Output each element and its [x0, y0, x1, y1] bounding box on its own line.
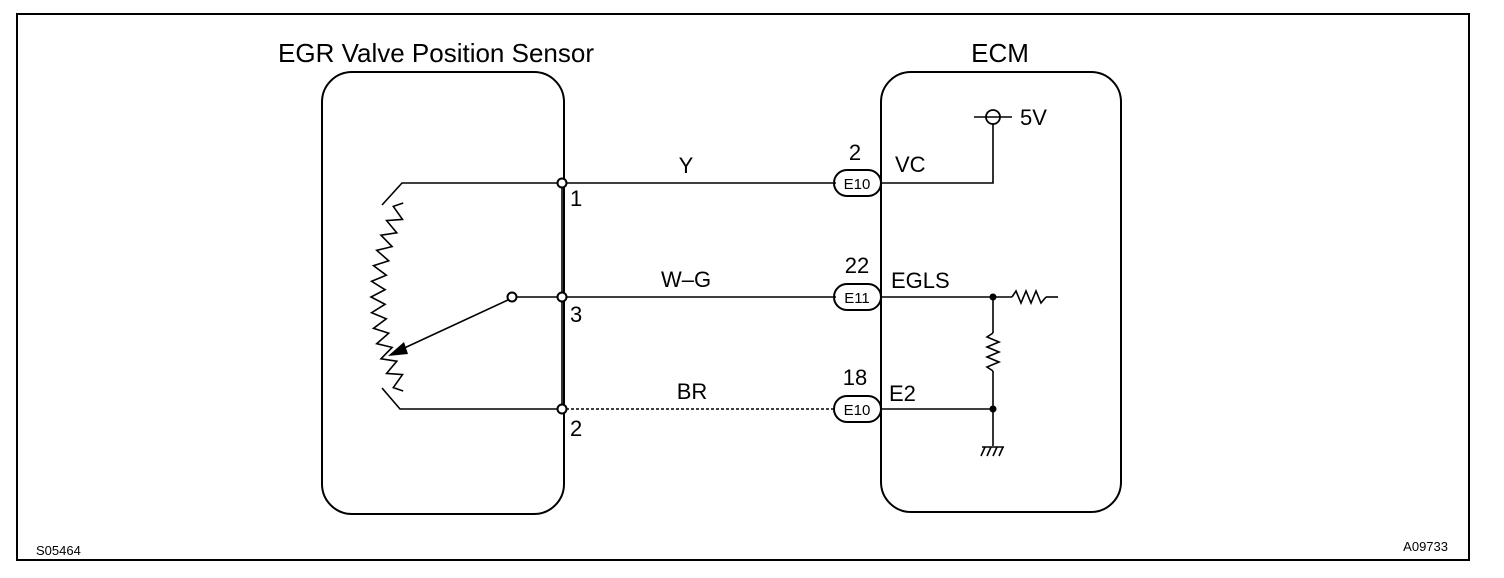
- sensor-pin-label: 1: [570, 186, 582, 211]
- diagram-frame: [16, 13, 1470, 561]
- vc-supply-line: [881, 117, 994, 184]
- ecm-pin-number: 18: [843, 365, 867, 390]
- wire-color-label: W–G: [661, 267, 711, 292]
- wire-color-label: BR: [677, 379, 708, 404]
- wiper-arrow-icon: [388, 342, 408, 356]
- potentiometer-lead-top: [381, 182, 562, 206]
- pulldown-resistor: [984, 332, 1002, 372]
- sensor-pin-label: 2: [570, 416, 582, 441]
- figure-code-right: A09733: [1403, 539, 1448, 554]
- sensor-pin-3-node: [556, 291, 568, 303]
- ecm-terminal-name: VC: [895, 152, 926, 177]
- junction-node: [989, 293, 997, 301]
- connector-id: E10: [844, 176, 871, 193]
- potentiometer-resistor: [369, 202, 404, 392]
- supply-voltage-label: 5V: [1020, 105, 1047, 130]
- ecm-terminal-name: EGLS: [891, 268, 950, 293]
- potentiometer-lead-bottom: [381, 387, 562, 410]
- egls-series-resistor: [1011, 288, 1047, 306]
- sensor-pin-2-node: [556, 403, 568, 415]
- wiper-pivot-node: [506, 291, 518, 303]
- ecm-terminal-name: E2: [889, 381, 916, 406]
- connector-id: E11: [844, 290, 870, 307]
- sensor-pin-label: 3: [570, 302, 582, 327]
- wiper-arm: [399, 298, 511, 351]
- junction-node: [989, 405, 997, 413]
- sensor-pin-1-node: [556, 177, 568, 189]
- sensor-title: EGR Valve Position Sensor: [278, 38, 594, 68]
- figure-code-left: S05464: [36, 543, 81, 558]
- wire-color-label: Y: [679, 153, 694, 178]
- connector-id: E10: [844, 402, 871, 419]
- ground-hatch: [980, 446, 1004, 457]
- ecm-title: ECM: [971, 38, 1029, 68]
- ecm-pin-number: 2: [849, 140, 861, 165]
- ecm-pin-number: 22: [845, 253, 869, 278]
- sensor-block: [321, 71, 565, 515]
